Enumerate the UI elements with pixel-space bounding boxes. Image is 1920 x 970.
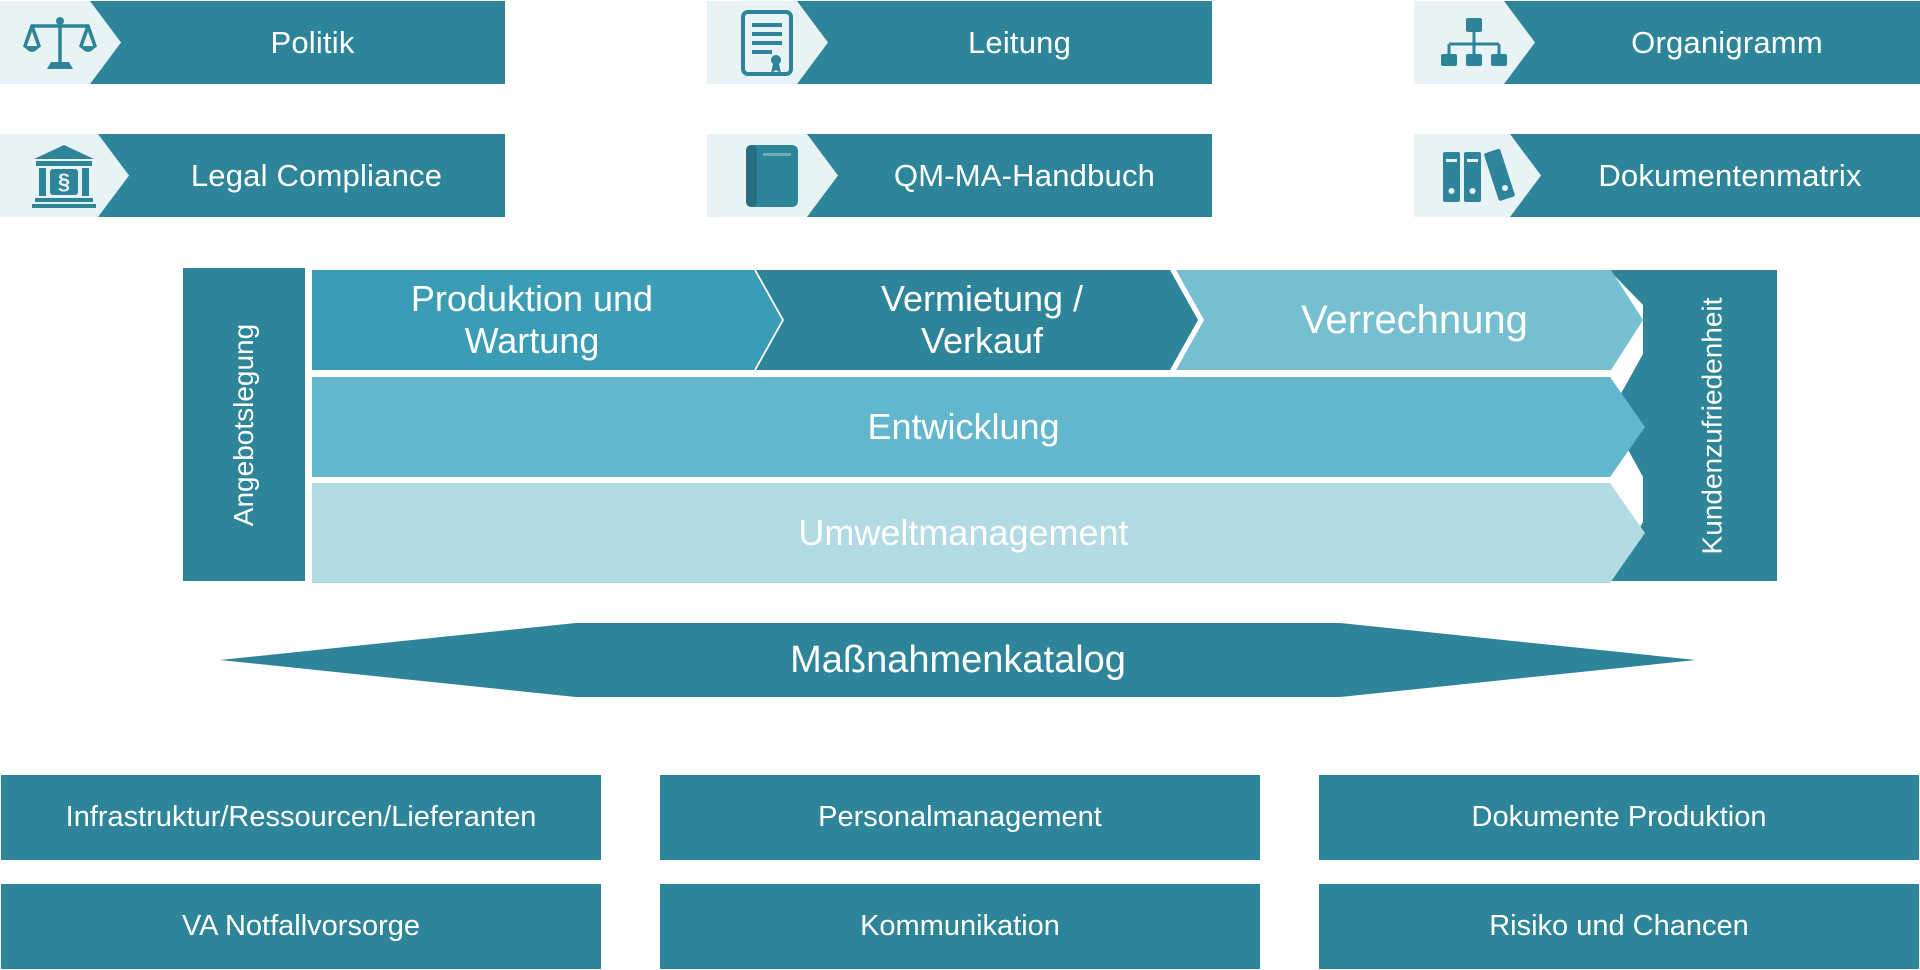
tile-label: Politik xyxy=(270,24,355,60)
tile-leitung[interactable]: Leitung xyxy=(707,1,1212,84)
tile-legal-compliance[interactable]: § Legal Compliance xyxy=(0,134,505,217)
binders-icon xyxy=(1443,148,1515,202)
step-label: Produktion und Wartung xyxy=(410,277,654,361)
massnahmenkatalog-banner[interactable]: Maßnahmenkatalog xyxy=(220,623,1696,697)
step-label: Verrechnung xyxy=(1301,297,1528,342)
book-icon xyxy=(746,144,798,207)
tile-label-box: Dokumentenmatrix xyxy=(1510,134,1920,217)
step-verrechnung[interactable]: Verrechnung xyxy=(1176,270,1643,370)
step-label: Vermietung / Verkauf xyxy=(880,277,1084,361)
step-vermietung-verkauf[interactable]: Vermietung / Verkauf xyxy=(756,270,1198,370)
tile-label-box: Leitung xyxy=(797,1,1212,84)
box-risiko-chancen[interactable]: Risiko und Chancen xyxy=(1319,884,1919,969)
box-label: Risiko und Chancen xyxy=(1489,910,1749,942)
tile-label: Dokumentenmatrix xyxy=(1598,157,1862,193)
icon-box: § xyxy=(0,134,128,217)
tile-politik[interactable]: Politik xyxy=(0,1,505,84)
tile-label: QM-MA-Handbuch xyxy=(893,157,1156,193)
step-produktion-wartung[interactable]: Produktion und Wartung xyxy=(312,270,782,370)
tile-organigramm[interactable]: Organigramm xyxy=(1414,1,1920,84)
scales-icon xyxy=(23,16,97,69)
tile-label-box: Organigramm xyxy=(1504,1,1920,84)
banner-label: Maßnahmenkatalog xyxy=(790,638,1126,681)
tile-dokumentenmatrix[interactable]: Dokumentenmatrix xyxy=(1414,134,1920,217)
icon-box xyxy=(1414,1,1534,84)
svg-text:§: § xyxy=(58,169,70,194)
box-personalmanagement[interactable]: Personalmanagement xyxy=(660,775,1260,860)
tile-label: Leitung xyxy=(967,24,1072,60)
side-bar-left: Angebotslegung xyxy=(183,268,305,581)
side-label-kundenzufriedenheit: Kundenzufriedenheit xyxy=(1696,297,1727,554)
icon-box xyxy=(707,1,827,84)
box-infrastruktur[interactable]: Infrastruktur/Ressourcen/Lieferanten xyxy=(1,775,601,860)
tile-label: Legal Compliance xyxy=(190,157,443,193)
box-label: Kommunikation xyxy=(860,910,1060,942)
box-va-notfallvorsorge[interactable]: VA Notfallvorsorge xyxy=(1,884,601,969)
box-label: VA Notfallvorsorge xyxy=(181,910,421,942)
box-label: Infrastruktur/Ressourcen/Lieferanten xyxy=(65,801,537,833)
tile-label-box: Legal Compliance xyxy=(98,134,505,217)
band-umweltmanagement[interactable]: Umweltmanagement xyxy=(312,483,1645,583)
band-entwicklung[interactable]: Entwicklung xyxy=(312,377,1645,477)
tile-label-box: Politik xyxy=(90,1,505,84)
tile-label-box: QM-MA-Handbuch xyxy=(807,134,1212,217)
org-chart-icon xyxy=(1441,17,1507,66)
band-label: Entwicklung xyxy=(867,406,1060,447)
box-kommunikation[interactable]: Kommunikation xyxy=(660,884,1260,969)
box-label: Personalmanagement xyxy=(818,801,1102,833)
icon-box xyxy=(0,1,120,84)
box-dokumente-produktion[interactable]: Dokumente Produktion xyxy=(1319,775,1919,860)
side-label-angebotslegung: Angebotslegung xyxy=(228,323,259,526)
box-label: Dokumente Produktion xyxy=(1471,801,1767,833)
tile-label: Organigramm xyxy=(1631,24,1823,60)
courthouse-paragraph-icon: § xyxy=(32,144,96,208)
certificate-document-icon xyxy=(741,9,793,76)
icon-box xyxy=(707,134,837,217)
band-label: Umweltmanagement xyxy=(798,512,1129,553)
tile-qm-ma-handbuch[interactable]: QM-MA-Handbuch xyxy=(707,134,1212,217)
